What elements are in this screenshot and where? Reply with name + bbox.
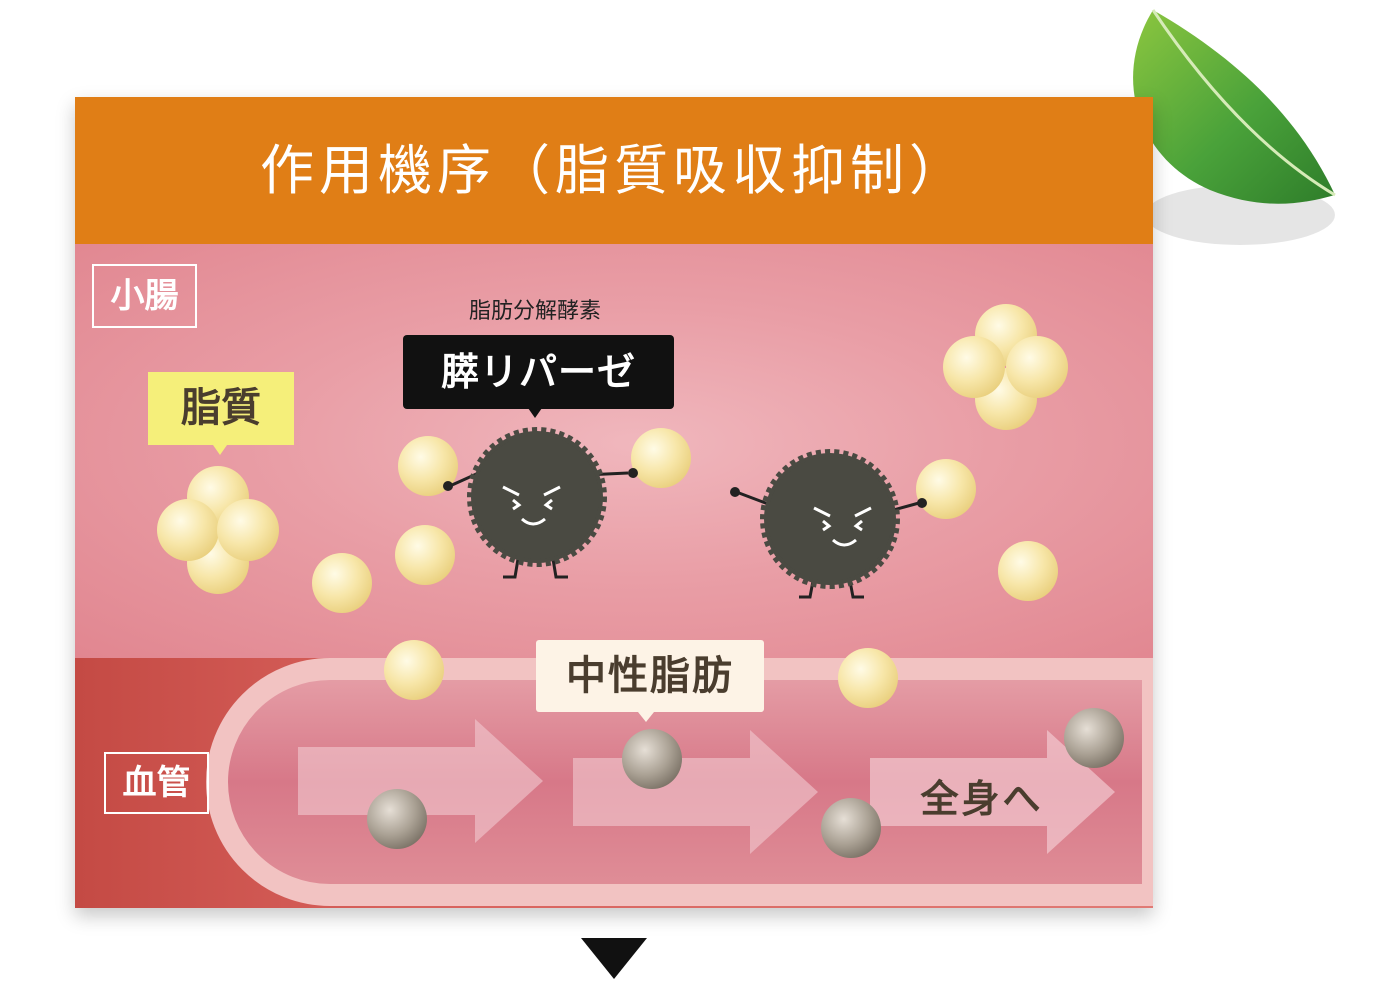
fat-droplet: [916, 459, 976, 519]
lipid-tag: 脂質: [148, 372, 294, 445]
flow-arrow: [298, 719, 543, 843]
lipase-character: [730, 449, 927, 599]
triglyceride-tag-pointer: [638, 712, 654, 722]
to-whole-body-label: 全身へ: [920, 777, 1044, 821]
mechanism-illustration: [157, 304, 1153, 906]
fat-droplet: [631, 428, 691, 488]
enzyme-tag-pointer: [528, 408, 542, 418]
fat-droplet: [838, 648, 898, 708]
title-bar: 作用機序（脂質吸収抑制）: [75, 97, 1153, 244]
lipid-tag-pointer: [213, 445, 227, 455]
lipase-character: [443, 427, 638, 579]
fat-droplet: [384, 640, 444, 700]
fat-droplet: [395, 525, 455, 585]
blood-vessel-label: 血管: [104, 752, 209, 814]
triglyceride-particle: [622, 729, 682, 789]
small-intestine-area: [75, 244, 1153, 658]
triglyceride-particle: [821, 798, 881, 858]
enzyme-name-tag: 膵リパーゼ: [403, 335, 674, 409]
page-title: 作用機序（脂質吸収抑制）: [260, 139, 968, 202]
lipid-cluster: [157, 466, 279, 594]
mechanism-panel: 作用機序（脂質吸収抑制）: [75, 97, 1153, 908]
fat-droplet: [398, 436, 458, 496]
fat-droplet: [312, 553, 372, 613]
small-intestine-label: 小腸: [92, 264, 197, 328]
lipid-cluster: [943, 304, 1068, 430]
triglyceride-particle: [367, 789, 427, 849]
flow-arrow: [870, 730, 1115, 854]
enzyme-category-label: 脂肪分解酵素: [468, 299, 601, 324]
fat-droplet: [998, 541, 1058, 601]
triglyceride-particle: [1064, 708, 1124, 768]
triglyceride-tag: 中性脂肪: [536, 640, 764, 712]
